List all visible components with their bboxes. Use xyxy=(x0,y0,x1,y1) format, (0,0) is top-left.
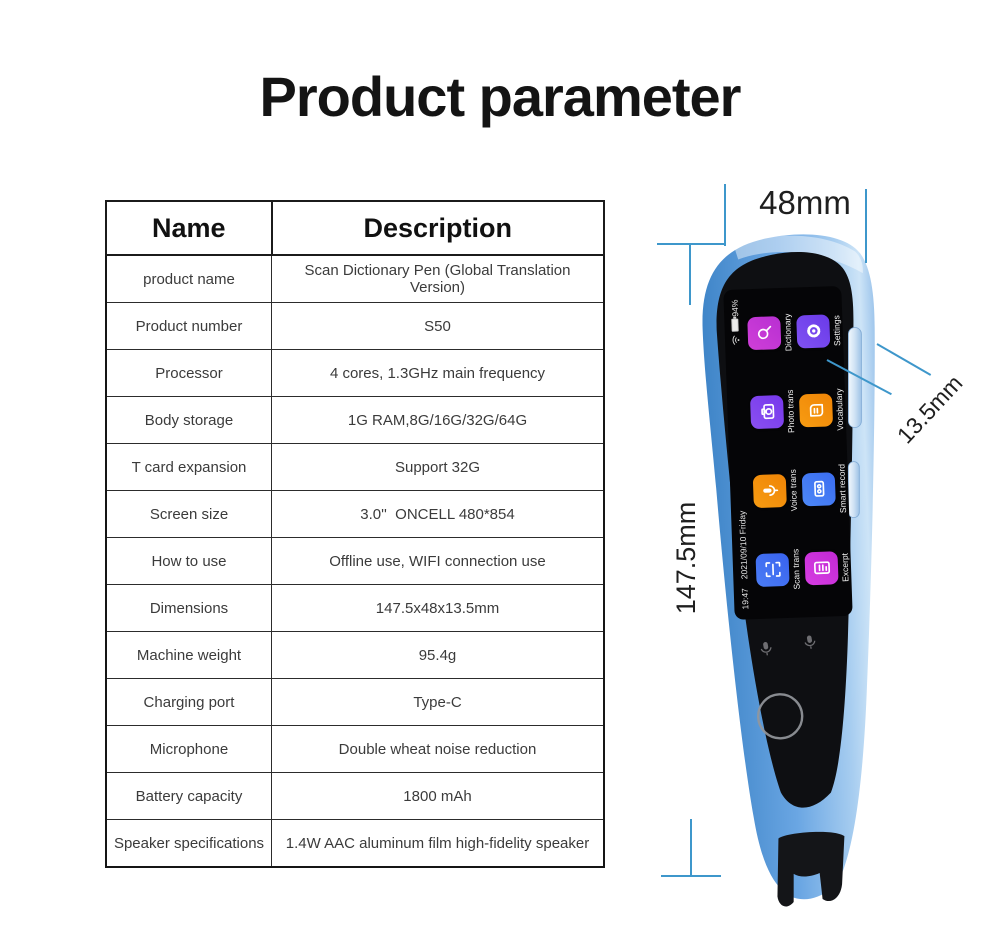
dimension-line xyxy=(689,243,691,305)
spec-description-cell: 1.4W AAC aluminum film high-fidelity spe… xyxy=(271,819,605,868)
app-label: Photo trans xyxy=(784,389,797,434)
spec-description-cell: Scan Dictionary Pen (Global Translation … xyxy=(271,254,605,303)
spec-description-cell: S50 xyxy=(271,302,605,350)
pen-tip xyxy=(777,831,845,907)
spec-name-cell: Charging port xyxy=(105,678,272,726)
app-label: Voice trans xyxy=(787,469,800,512)
spec-description-cell: 3.0'' ONCELL 480*854 xyxy=(271,490,605,538)
app-voice-trans: Voice trans xyxy=(749,451,800,532)
column-header-name: Name xyxy=(105,200,273,256)
device-photo: 19:47 2021/09/10 Friday 94% Dictionary Se… xyxy=(673,222,909,929)
page-title: Product parameter xyxy=(259,65,742,128)
magnifier-icon xyxy=(747,316,782,351)
cassette-icon xyxy=(801,472,836,507)
spec-name-cell: Screen size xyxy=(105,490,272,538)
spec-name-cell: Processor xyxy=(105,349,272,397)
spec-description-cell: Double wheat noise reduction xyxy=(271,725,605,773)
table-header-row: Name Description xyxy=(105,200,605,256)
app-label: Dictionary xyxy=(782,313,794,352)
microphone-icon xyxy=(804,635,816,649)
battery-icon xyxy=(731,317,739,332)
pen-cap-highlight xyxy=(733,235,863,274)
column-header-description: Description xyxy=(270,200,605,256)
app-label: Scan trans xyxy=(790,548,802,590)
spec-description-cell: 147.5x48x13.5mm xyxy=(271,584,605,632)
dimension-line xyxy=(661,875,721,877)
status-date: 2021/09/10 Friday xyxy=(736,510,749,580)
gear-icon xyxy=(796,314,831,349)
app-settings: Settings xyxy=(792,291,843,372)
camera-icon xyxy=(749,395,785,430)
dimension-line xyxy=(690,819,692,877)
width-dimension-label: 48mm xyxy=(759,184,851,221)
mic-icon xyxy=(752,473,787,509)
app-smart-record: Smart record xyxy=(798,449,849,530)
status-time: 19:47 xyxy=(739,588,750,610)
wifi-icon xyxy=(732,335,740,345)
spec-description-cell: 1800 mAh xyxy=(271,772,605,820)
spec-description-cell: Support 32G xyxy=(271,443,605,491)
scan-button xyxy=(756,693,804,740)
book-icon xyxy=(798,393,834,428)
app-vocabulary: Vocabulary xyxy=(795,370,846,451)
spec-name-cell: product name xyxy=(105,254,272,303)
status-bar: 19:47 2021/09/10 Friday 94% xyxy=(725,295,753,613)
app-scan-trans: Scan trans xyxy=(752,530,803,611)
spec-description-cell: 4 cores, 1.3GHz main frequency xyxy=(271,349,605,397)
spec-name-cell: Dimensions xyxy=(105,584,272,632)
spec-name-cell: Battery capacity xyxy=(105,772,272,820)
dimension-line xyxy=(724,184,726,246)
app-photo-trans: Photo trans xyxy=(746,372,797,453)
spec-description-cell: Type-C xyxy=(271,678,605,726)
app-label: Settings xyxy=(831,315,843,347)
spec-name-cell: Microphone xyxy=(105,725,272,773)
spec-name-cell: Product number xyxy=(105,302,272,350)
microphone-icon xyxy=(760,641,772,656)
app-label: Smart record xyxy=(836,463,849,514)
height-dimension-label: 147.5mm xyxy=(671,501,701,615)
dimension-line xyxy=(657,243,725,245)
excerpt-icon xyxy=(804,551,839,586)
app-excerpt: Excerpt xyxy=(801,528,852,609)
scan-icon xyxy=(755,552,790,588)
spec-name-cell: Machine weight xyxy=(105,631,272,679)
device-screen: 19:47 2021/09/10 Friday 94% Dictionary Se… xyxy=(723,285,853,620)
spec-description-cell: Offline use, WIFI connection use xyxy=(271,537,605,585)
app-dictionary: Dictionary xyxy=(743,293,794,374)
spec-name-cell: How to use xyxy=(105,537,272,585)
dimension-line xyxy=(865,189,867,263)
spec-description-cell: 95.4g xyxy=(271,631,605,679)
spec-name-cell: T card expansion xyxy=(105,443,272,491)
spec-description-cell: 1G RAM,8G/16G/32G/64G xyxy=(271,396,605,444)
spec-name-cell: Body storage xyxy=(105,396,272,444)
app-label: Vocabulary xyxy=(833,388,846,431)
side-button xyxy=(847,461,860,519)
app-label: Excerpt xyxy=(839,552,851,583)
spec-name-cell: Speaker specifications xyxy=(105,819,272,868)
battery-percent: 94% xyxy=(729,299,740,317)
